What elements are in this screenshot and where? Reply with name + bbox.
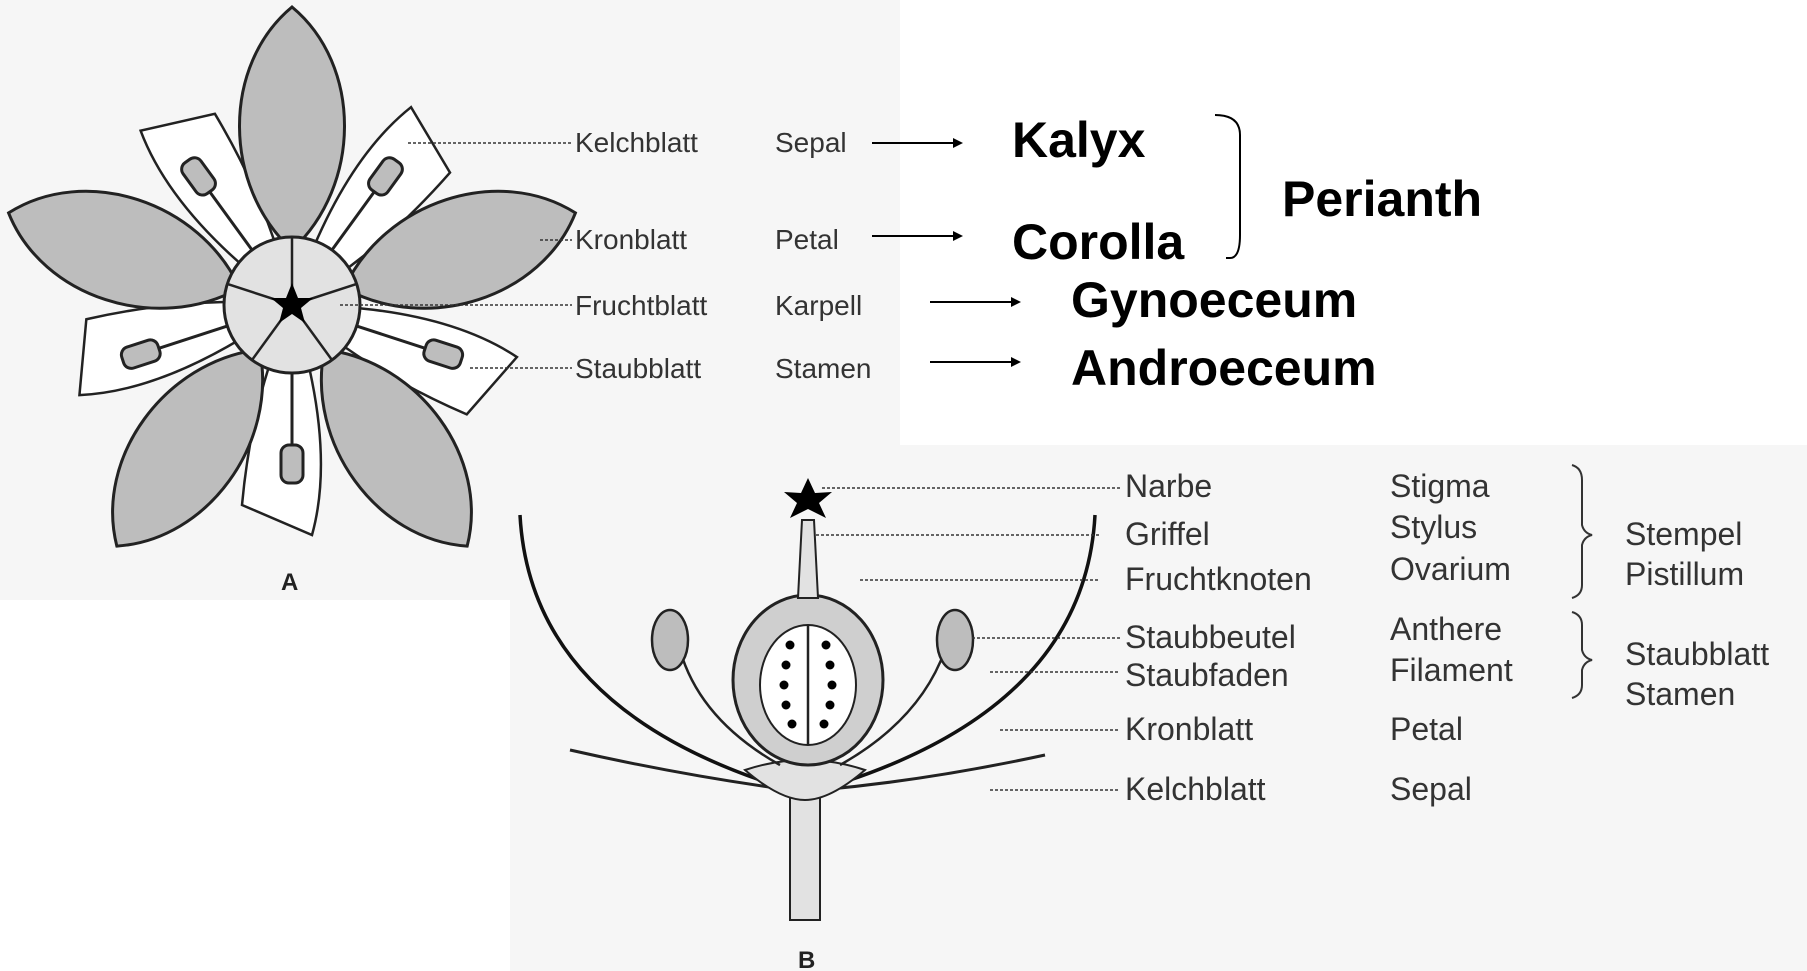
- label-en-sepal-b: Sepal: [1390, 771, 1472, 807]
- group-kalyx: Kalyx: [1012, 112, 1146, 168]
- label-en-anthere: Anthere: [1390, 611, 1502, 647]
- label-de-staubbeutel: Staubbeutel: [1125, 619, 1296, 655]
- label-en-stigma: Stigma: [1390, 468, 1490, 504]
- label-de-kelchblatt: Kelchblatt: [575, 127, 698, 158]
- label-de-staubfaden: Staubfaden: [1125, 657, 1289, 693]
- figure-a-label: A: [281, 569, 298, 596]
- label-en-stylus: Stylus: [1390, 509, 1477, 545]
- label-de-kronblatt-b: Kronblatt: [1125, 711, 1253, 747]
- group-perianth: Perianth: [1282, 171, 1482, 227]
- label-en-petal: Petal: [775, 224, 839, 255]
- label-en-petal-b: Petal: [1390, 711, 1463, 747]
- label-de-narbe: Narbe: [1125, 468, 1212, 504]
- label-de-griffel: Griffel: [1125, 516, 1210, 552]
- group-androeceum: Androeceum: [1071, 340, 1377, 396]
- label-de-kelchblatt-b: Kelchblatt: [1125, 771, 1266, 807]
- label-en-stamen: Stamen: [775, 353, 872, 384]
- group-stamen: Stamen: [1625, 676, 1735, 712]
- anther-right: [937, 610, 973, 670]
- group-gynoeceum: Gynoeceum: [1071, 272, 1357, 328]
- label-de-fruchtknoten: Fruchtknoten: [1125, 561, 1312, 597]
- label-de-staubblatt: Staubblatt: [575, 353, 701, 384]
- group-stempel: Stempel: [1625, 516, 1742, 552]
- group-corolla: Corolla: [1012, 214, 1185, 270]
- carpels: [224, 237, 360, 373]
- perianth-brace: [1215, 115, 1240, 258]
- group-pistillum: Pistillum: [1625, 556, 1744, 592]
- group-staubblatt: Staubblatt: [1625, 636, 1769, 672]
- style: [798, 520, 818, 598]
- label-en-sepal: Sepal: [775, 127, 847, 158]
- figure-b-label: B: [798, 947, 815, 971]
- anther-left: [652, 610, 688, 670]
- label-en-karpell: Karpell: [775, 290, 862, 321]
- label-de-fruchtblatt: Fruchtblatt: [575, 290, 707, 321]
- label-en-ovarium: Ovarium: [1390, 551, 1511, 587]
- label-de-kronblatt: Kronblatt: [575, 224, 687, 255]
- label-en-filament: Filament: [1390, 652, 1513, 688]
